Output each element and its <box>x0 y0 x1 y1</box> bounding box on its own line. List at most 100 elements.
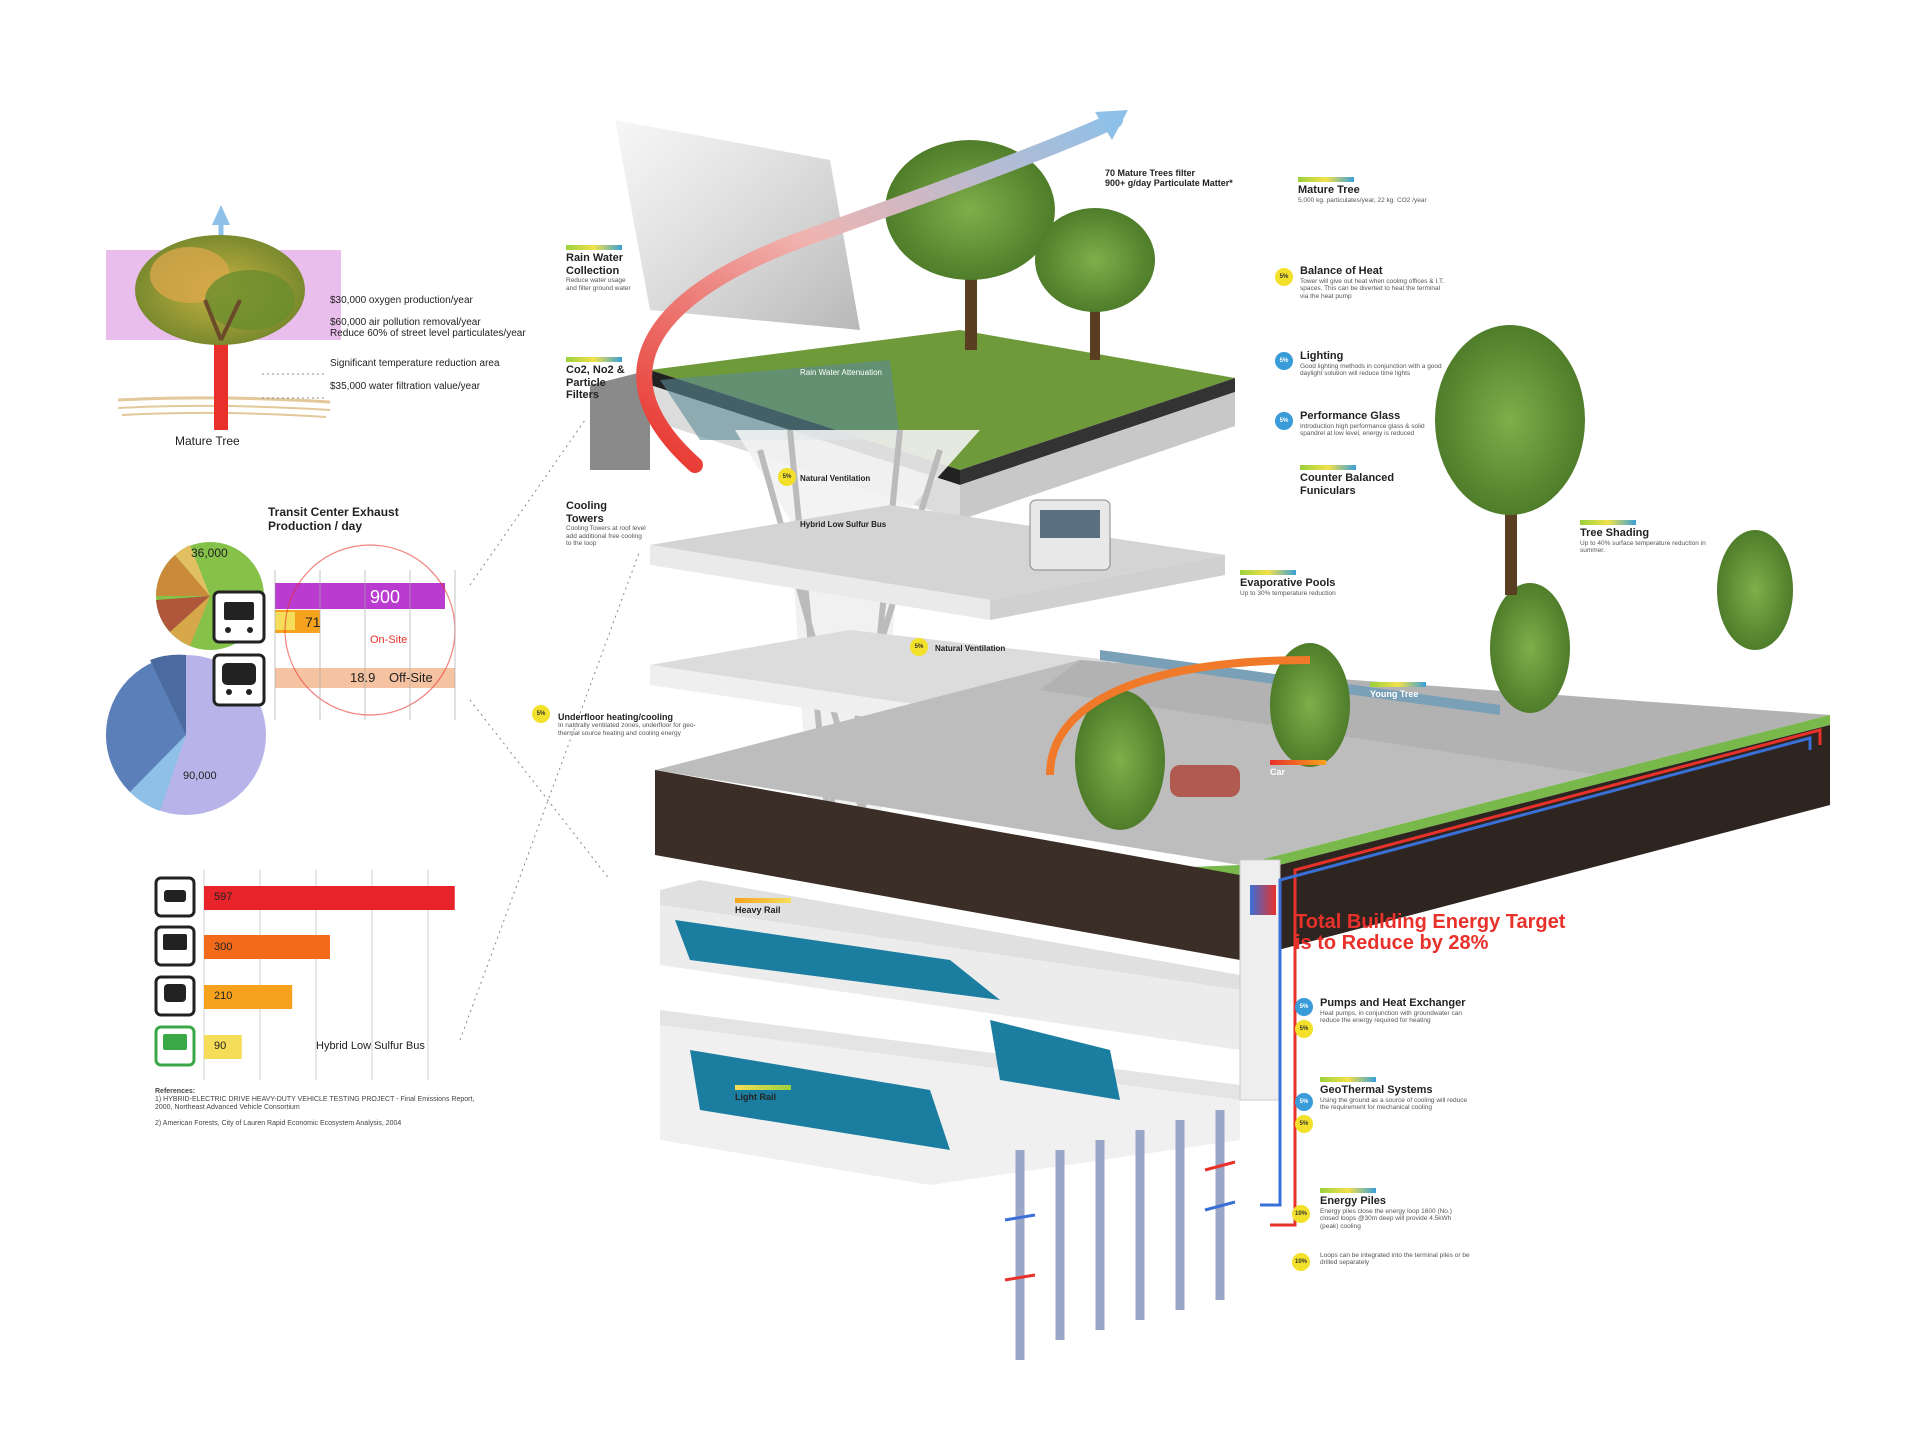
offsite-label: 18.9 Off-Site <box>350 670 433 686</box>
rating-bar <box>1320 1188 1376 1193</box>
hybrid-bus-icon <box>154 1025 196 1067</box>
callout-title: Pumps and Heat Exchanger <box>1320 997 1466 1009</box>
natural-ventilation-2-callout: Natural Ventilation <box>935 644 1006 653</box>
callout-title: Mature Tree <box>1298 184 1360 196</box>
pct-badge: 5% <box>532 705 550 723</box>
hybrid-bus-label: Hybrid Low Sulfur Bus <box>316 1040 425 1052</box>
heat-exchanger <box>1250 885 1276 915</box>
rating-bar <box>1300 465 1356 470</box>
pie-small-value: 36,000 <box>191 546 228 560</box>
exhaust-title-line: Transit Center Exhaust <box>268 505 399 519</box>
tree-fact: Significant temperature reduction area <box>330 357 500 369</box>
performance-glass-callout: Performance Glass Introduction high perf… <box>1300 410 1450 438</box>
rating-bar <box>735 898 791 903</box>
rating-bar <box>1370 682 1426 687</box>
mature-tree-title: Mature Tree <box>175 434 240 448</box>
heavy-rail-level <box>660 880 1240 1050</box>
energy-target-line: is to Reduce by 28% <box>1295 932 1489 954</box>
hybrid-bus-callout: Hybrid Low Sulfur Bus <box>800 520 887 529</box>
young-tree-callout: Young Tree <box>1370 682 1426 699</box>
tree-fact: $30,000 oxygen production/year <box>330 295 473 306</box>
onsite-label: On-Site <box>370 634 408 646</box>
rating-bar <box>1240 570 1296 575</box>
light-rail-callout: Light Rail <box>735 1085 791 1102</box>
pie-large-value: 90,000 <box>183 770 217 782</box>
pct-badge: 5% <box>778 468 796 486</box>
callout-title: Car <box>1270 767 1286 777</box>
offsite-value: 18.9 <box>350 670 376 685</box>
mature-tree-callout: Mature Tree 5,000 kg. particulates/year,… <box>1298 177 1427 204</box>
car-callout: Car <box>1270 760 1326 777</box>
pct-badge: 5% <box>1295 998 1313 1016</box>
callout-title: Energy Piles <box>1320 1195 1387 1207</box>
callout-desc: Up to 40% surface temperature reduction … <box>1580 539 1706 555</box>
pct-badge: 5% <box>1275 412 1293 430</box>
pct-badge: 5% <box>910 638 928 656</box>
pct-badge: 5% <box>1295 1020 1313 1038</box>
reference-line: 1) HYBRID-ELECTRIC DRIVE HEAVY-DUTY VEHI… <box>155 1096 475 1104</box>
bar-value-car: 597 <box>214 891 233 903</box>
callout-desc: Energy piles close the energy loop 1600 … <box>1320 1207 1452 1230</box>
airflow-arrowhead <box>1095 110 1128 140</box>
callout-desc: Reduce water usage and filter ground wat… <box>566 277 631 292</box>
callout-title: GeoThermal Systems <box>1320 1084 1433 1096</box>
energy-target: Total Building Energy Target is to Reduc… <box>1295 912 1565 954</box>
tree-fact: $35,000 water filtration value/year <box>330 381 481 392</box>
trees-filter-callout: 70 Mature Trees filter 900+ g/day Partic… <box>1105 168 1233 189</box>
energy-target-line: Total Building Energy Target <box>1295 911 1566 933</box>
balance-heat-callout: Balance of Heat Tower will give out heat… <box>1300 265 1450 300</box>
vehicle-bars <box>204 886 455 1059</box>
train-icon <box>212 653 266 707</box>
references-heading: References: <box>155 1088 196 1095</box>
pumps-callout: Pumps and Heat Exchanger Heat pumps, in … <box>1320 997 1470 1025</box>
callout-desc: Good lighting methods in conjunction wit… <box>1300 362 1442 378</box>
callout-title: Lighting <box>1300 350 1344 362</box>
callout-desc: Up to 30% temperature reduction <box>1240 589 1336 597</box>
callout-title: Underfloor heating/cooling <box>558 712 673 722</box>
emission-bar <box>204 985 293 1009</box>
tree-fact-leaders <box>262 373 325 399</box>
dotted-leaders <box>459 419 641 1041</box>
mature-tree-illustration <box>106 205 341 430</box>
co2-value: 71 <box>305 614 321 630</box>
bar-value-hybrid: 90 <box>214 1040 227 1052</box>
energy-piles-callout: Energy Piles Energy piles close the ener… <box>1320 1188 1470 1230</box>
lighting-callout: Lighting Good lighting methods in conjun… <box>1300 350 1450 378</box>
callout-title: Young Tree <box>1370 689 1419 699</box>
evaporative-pools-callout: Evaporative Pools Up to 30% temperature … <box>1240 570 1336 597</box>
callout-title: Performance Glass <box>1300 410 1401 422</box>
callout-desc: Cooling Towers at roof level add additio… <box>566 525 646 548</box>
train-icon <box>154 975 196 1017</box>
callout-desc: Using the ground as a source of cooling … <box>1320 1096 1468 1112</box>
tree-fact: $60,000 air pollution removal/year <box>330 316 481 328</box>
rain <box>615 120 860 330</box>
co2-filters-callout: Co2, No2 & Particle Filters <box>566 357 641 402</box>
roof-trees <box>885 140 1155 360</box>
pct-badge: 10% <box>1292 1253 1310 1271</box>
rain-water-callout: Rain Water Collection Reduce water usage… <box>566 245 636 292</box>
street-trees <box>1046 325 1793 830</box>
pct-badge: 5% <box>1295 1115 1313 1133</box>
rating-bar <box>566 245 622 250</box>
underfloor-callout: Underfloor heating/cooling In naturally … <box>558 712 708 737</box>
rating-bar <box>566 357 622 362</box>
heavy-rail-callout: Heavy Rail <box>735 898 791 915</box>
rating-bar <box>1580 520 1636 525</box>
callout-desc: Introduction high performance glass & so… <box>1300 422 1425 438</box>
ground-pipes <box>1260 728 1822 1227</box>
callout-title: Balance of Heat <box>1300 265 1383 277</box>
callout-desc: Tower will give out heat when cooling of… <box>1300 277 1445 300</box>
callout-title: Light Rail <box>735 1092 776 1102</box>
emission-bar <box>204 935 330 959</box>
bus-level <box>650 499 1225 620</box>
counter-funiculars-callout: Counter Balanced Funiculars <box>1300 465 1395 497</box>
callout-desc: 5,000 kg. particulates/year, 22 kg. CO2 … <box>1298 196 1427 204</box>
pile-loops <box>1004 1160 1236 1282</box>
cooling-towers-callout: Cooling Towers Cooling Towers at roof le… <box>566 500 646 548</box>
pct-badge: 5% <box>1295 1093 1313 1111</box>
callout-title: Tree Shading <box>1580 527 1650 539</box>
callout-desc: In naturally ventilated zones, underfloo… <box>558 722 696 737</box>
exhaust-subtitle: Production / day <box>268 518 363 533</box>
offsite-text: Off-Site <box>388 670 433 685</box>
